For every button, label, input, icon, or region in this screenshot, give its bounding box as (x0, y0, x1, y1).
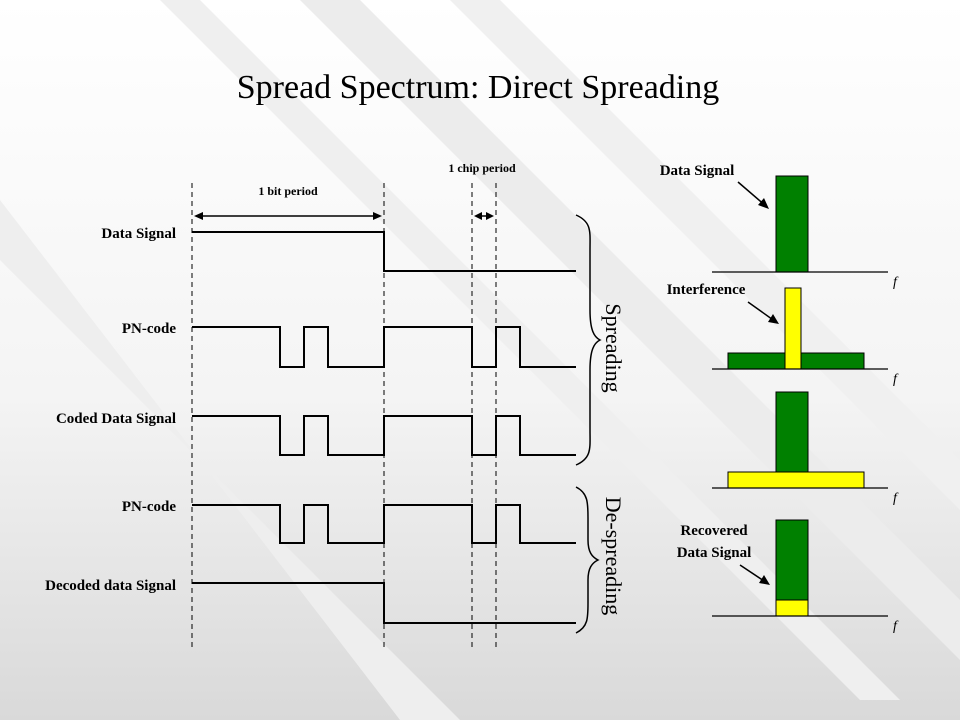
spectrum-despread: f (712, 391, 899, 506)
spectrum-recovered-arrowhead (759, 575, 770, 585)
spectrum-data-signal-label: Data Signal (660, 163, 735, 179)
despreading-brace (575, 486, 600, 634)
despreading-label: De-spreading (601, 497, 626, 616)
chip-period-label: 1 chip period (448, 161, 516, 175)
waveform-pn-code-despread (192, 504, 576, 544)
chip-period-annotation: 1 chip period (448, 161, 516, 220)
spreading-label: Spreading (601, 303, 626, 392)
chip-period-arrowhead-right (486, 212, 494, 220)
narrowband-interference-bar (784, 287, 802, 370)
recovered-data-bar (775, 519, 809, 601)
signal-label-pn-code-2: PN-code (122, 499, 176, 515)
spectrum-recovered-label-line2: Data Signal (677, 545, 752, 561)
spectrum-data-signal: Data Signal f (660, 163, 899, 290)
signal-label-pn-code: PN-code (122, 321, 176, 337)
chip-period-arrowhead-left (474, 212, 482, 220)
page-title: Spread Spectrum: Direct Spreading (237, 69, 719, 106)
spectrum-recovered-label-line1: Recovered (680, 523, 748, 539)
signal-label-decoded-data: Decoded data Signal (45, 578, 176, 594)
spectrum-recovered: Recovered Data Signal f (677, 519, 899, 634)
spectrum-data-signal-arrowhead (758, 198, 769, 209)
waveform-pn-code (192, 326, 576, 368)
spread-interference-bar (727, 471, 865, 489)
bit-period-arrowhead-right (373, 212, 382, 220)
signal-label-data: Data Signal (101, 226, 176, 242)
guide-lines (191, 183, 497, 650)
frequency-axis-label-4: f (893, 619, 899, 634)
waveform-decoded-data-signal (192, 582, 576, 624)
spectrum-interference: Interference f (667, 282, 899, 387)
waveform-data-signal (192, 231, 576, 272)
frequency-axis-label-1: f (893, 275, 899, 290)
signal-label-coded-data: Coded Data Signal (56, 411, 176, 427)
residual-interference-bar (775, 599, 809, 617)
spreading-brace (575, 214, 602, 466)
frequency-axis-label-2: f (893, 372, 899, 387)
spectrum-interference-arrowhead (768, 314, 779, 324)
frequency-axis-label-3: f (893, 491, 899, 506)
bit-period-annotation: 1 bit period (194, 184, 382, 220)
waveform-coded-data-signal (192, 415, 576, 456)
narrowband-data-bar (775, 175, 809, 273)
bit-period-arrowhead-left (194, 212, 203, 220)
spectrum-interference-label: Interference (667, 282, 746, 298)
bit-period-label: 1 bit period (258, 184, 318, 198)
